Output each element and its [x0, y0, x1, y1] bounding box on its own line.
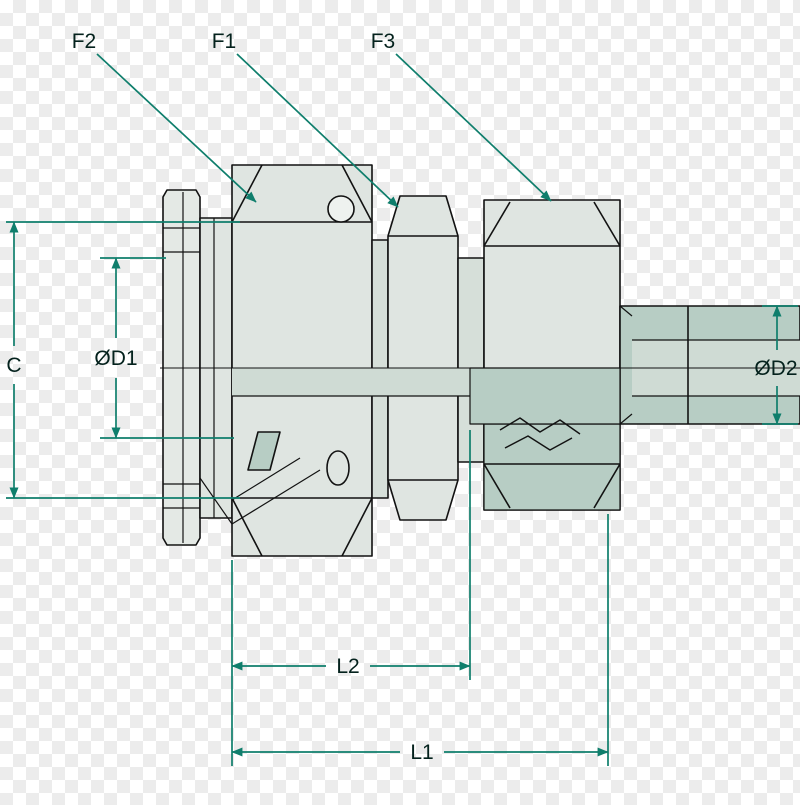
- dimension-d1: [100, 257, 234, 439]
- tube-chamfer: [619, 305, 633, 317]
- callout-leaders: [96, 53, 552, 208]
- lockwire-hole: [327, 195, 355, 223]
- leader-line-f2: [96, 53, 257, 203]
- part-geometry: [160, 164, 800, 557]
- hex-f3-chamfer: [593, 463, 621, 509]
- section-details: [199, 367, 621, 525]
- dimension-lines: [6, 53, 798, 766]
- thread-cut-line: [199, 477, 233, 525]
- neck-groove-2: [457, 257, 485, 463]
- hex-f2-chamfer: [341, 497, 373, 557]
- label-f3: F3: [371, 30, 396, 53]
- port-hole-section: [326, 450, 350, 486]
- leader-line-f1: [236, 53, 399, 208]
- labels: F2 F1 F3 C ØD1 ØD2 L2 L1: [6, 30, 797, 764]
- hex-nut-f2: [231, 164, 373, 557]
- leader-line-f3: [395, 53, 552, 202]
- dimension-d2: [762, 305, 798, 425]
- label-c: C: [6, 354, 21, 377]
- label-l1: L1: [410, 741, 433, 764]
- label-d2: ØD2: [754, 357, 797, 380]
- hex-f1-outline: [387, 195, 459, 521]
- cutting-ring-zigzag: [504, 435, 573, 451]
- dimension-c: [6, 221, 240, 499]
- bore-section-fill: [232, 368, 470, 396]
- hex-nut-f3: [483, 199, 621, 511]
- hex-f3-chamfer: [483, 201, 511, 247]
- thread-relief-section: [247, 431, 281, 471]
- label-d1: ØD1: [94, 347, 137, 370]
- thread-cut-line: [231, 469, 321, 525]
- label-l2: L2: [336, 655, 359, 678]
- hex-f2-chamfer: [341, 164, 373, 223]
- hex-f3-chamfer: [483, 463, 511, 509]
- hex-f3-chamfer: [593, 201, 621, 247]
- dimension-l2: [231, 430, 471, 766]
- label-f1: F1: [212, 30, 237, 53]
- hex-f2-outline: [231, 164, 373, 557]
- cutting-ring-zigzag: [499, 417, 581, 435]
- label-f2: F2: [72, 30, 97, 53]
- tube-chamfer: [619, 413, 633, 425]
- hex-f2-chamfer: [231, 497, 263, 557]
- stem-section: [469, 367, 621, 425]
- dimension-l1: [231, 514, 609, 766]
- thread-cut-line: [231, 457, 301, 501]
- hex-f1: [387, 195, 459, 521]
